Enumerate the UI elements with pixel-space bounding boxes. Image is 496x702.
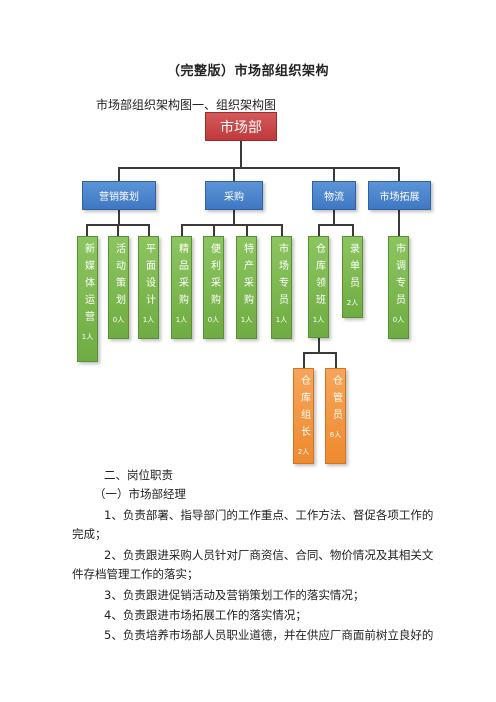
unit-label: 市调专员	[393, 243, 405, 311]
unit-label: 仓库组长	[298, 375, 310, 443]
unit-label: 市场专员	[276, 243, 288, 311]
duty-item: 4、负责跟进市场拓展工作的落实情况；	[104, 608, 307, 622]
connector-line	[181, 224, 283, 226]
unit-specialty-procurement: 特产采购 1人	[236, 236, 257, 339]
unit-count: 2人	[346, 299, 359, 307]
unit-count: 0人	[207, 316, 220, 324]
org-root-market-dept: 市场部	[205, 112, 277, 141]
unit-order-entry-clerk: 录单员 2人	[342, 236, 363, 318]
connector-line	[398, 210, 400, 236]
duty-item-continued: 件存档管理工作的落实；	[72, 567, 199, 581]
dept-procurement: 采购	[205, 181, 263, 210]
dept-market-expansion: 市场拓展	[368, 181, 431, 210]
unit-count: 6人	[329, 431, 342, 439]
connector-line	[233, 210, 235, 225]
connector-line	[303, 352, 305, 368]
duty-item: 2、负责跟进采购人员针对厂商资信、合同、物价情况及其相关文	[104, 548, 434, 562]
duty-item-continued: 完成；	[72, 527, 107, 541]
unit-graphic-design: 平面设计 1人	[138, 236, 159, 339]
document-title: （完整版）市场部组织架构	[166, 64, 329, 79]
connector-line	[333, 167, 335, 181]
unit-warehouse-foreman: 仓库领班 1人	[308, 236, 329, 338]
connector-line	[352, 224, 354, 236]
unit-warehouse-team-leader: 仓库组长 2人	[293, 368, 314, 464]
connector-line	[398, 167, 400, 181]
unit-label: 平面设计	[143, 243, 155, 311]
unit-label: 录单员	[347, 243, 359, 294]
unit-new-media: 新媒体运营 1人	[77, 236, 98, 362]
connector-line	[318, 338, 320, 353]
unit-count: 1人	[312, 316, 325, 324]
unit-warehouse-keeper: 仓管员 6人	[325, 368, 346, 464]
unit-label: 精品采购	[176, 243, 188, 311]
connector-line	[118, 167, 120, 181]
connector-line	[181, 224, 183, 236]
unit-label: 仓管员	[330, 375, 342, 426]
unit-convenience-procurement: 便利采购 0人	[203, 236, 224, 339]
connector-line	[303, 352, 337, 354]
duty-item: 3、负责跟进促销活动及营销策划工作的落实情况；	[104, 588, 365, 602]
connector-line	[333, 210, 335, 225]
unit-count: 2人	[297, 448, 310, 456]
connector-line	[233, 167, 235, 181]
unit-market-specialist: 市场专员 1人	[271, 236, 292, 339]
connector-line	[117, 224, 119, 236]
connector-line	[118, 210, 120, 225]
connector-line	[281, 224, 283, 236]
unit-count: 1人	[240, 316, 253, 324]
unit-count: 1人	[142, 316, 155, 324]
duty-item: 1、负责部署、指导部门的工作重点、工作方法、督促各项工作的	[104, 508, 434, 522]
section-subheading: （一）市场部经理	[94, 487, 186, 501]
unit-count: 1人	[175, 316, 188, 324]
unit-boutique-procurement: 精品采购 1人	[171, 236, 192, 339]
connector-line	[240, 140, 242, 168]
dept-marketing-planning: 营销策划	[82, 181, 156, 210]
dept-logistics: 物流	[312, 181, 356, 210]
connector-line	[318, 224, 320, 236]
unit-label: 特产采购	[241, 243, 253, 311]
unit-market-survey-specialist: 市调专员 0人	[388, 236, 409, 339]
section-heading: 二、岗位职责	[104, 468, 173, 482]
connector-line	[318, 224, 354, 226]
document-subtitle: 市场部组织架构图一、组织架构图	[96, 98, 277, 112]
unit-label: 新媒体运营	[82, 243, 94, 328]
connector-line	[86, 224, 88, 236]
unit-count: 0人	[392, 316, 405, 324]
duty-item: 5、负责培养市场部人员职业道德，并在供应厂商面前树立良好的	[104, 628, 434, 642]
unit-count: 1人	[81, 333, 94, 341]
unit-label: 仓库领班	[313, 243, 325, 311]
connector-line	[118, 167, 400, 169]
unit-count: 1人	[275, 316, 288, 324]
connector-line	[213, 224, 215, 236]
unit-label: 活动策划	[113, 243, 125, 311]
connector-line	[246, 224, 248, 236]
unit-count: 0人	[112, 316, 125, 324]
connector-line	[148, 224, 150, 236]
unit-activity-planning: 活动策划 0人	[108, 236, 129, 339]
unit-label: 便利采购	[208, 243, 220, 311]
connector-line	[335, 352, 337, 368]
